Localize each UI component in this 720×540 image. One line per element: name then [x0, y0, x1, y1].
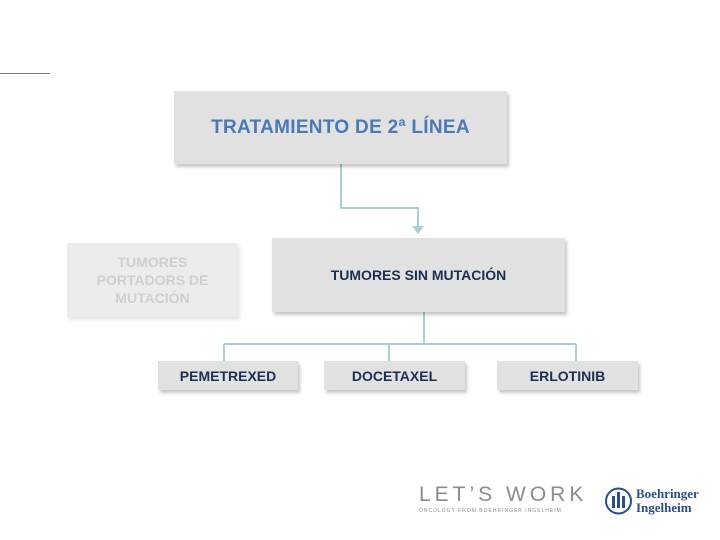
title-label: TRATAMIENTO DE 2ª LÍNEA [211, 116, 470, 138]
lets-work-tagline: ONCOLOGY FROM BOEHRINGER INGELHEIM [419, 508, 562, 514]
drug-box-docetaxel: DOCETAXEL [324, 361, 465, 390]
drug-label: DOCETAXEL [351, 367, 438, 384]
lets-work-wordmark: LET’S WORK [419, 483, 588, 506]
lets-work-logo: LET’S WORK ONCOLOGY FROM BOEHRINGER INGE… [419, 483, 588, 515]
boehringer-building-icon [605, 487, 632, 515]
top-left-rule [0, 73, 50, 74]
no-mutation-branch-box: TUMORES SIN MUTACIÓN [272, 238, 565, 312]
drug-label: ERLOTINIB [529, 367, 606, 384]
title-to-branch-connector [340, 164, 419, 228]
arrow-down-icon [412, 226, 424, 234]
boehringer-wordmark: Boehringer Ingelheim [636, 486, 699, 515]
mutation-branch-label: TUMORES PORTADORS DE MUTACIÓN [96, 254, 209, 306]
mutation-branch-box: TUMORES PORTADORS DE MUTACIÓN [67, 243, 238, 317]
title-box: TRATAMIENTO DE 2ª LÍNEA [174, 91, 507, 164]
drug-label: PEMETREXED [179, 367, 277, 384]
drug-box-pemetrexed: PEMETREXED [158, 361, 298, 390]
no-mutation-branch-label: TUMORES SIN MUTACIÓN [330, 267, 507, 283]
boehringer-logo: Boehringer Ingelheim [605, 487, 699, 515]
drug-box-erlotinib: ERLOTINIB [497, 361, 638, 390]
